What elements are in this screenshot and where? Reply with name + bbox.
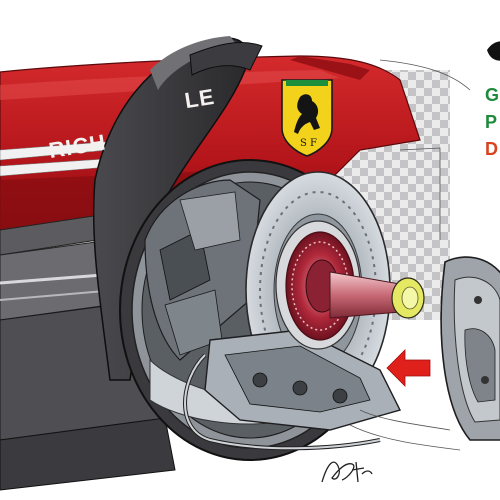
side-letter-column: G P D (485, 82, 500, 163)
prancing-horse-shield-icon: S F (281, 79, 333, 157)
side-letter-d: D (485, 139, 498, 159)
brand-logo-partial (487, 41, 500, 61)
wheel-cover (440, 256, 500, 441)
sketch-outlines (349, 59, 471, 451)
axle-shaft (329, 271, 425, 319)
side-letter-g: G (485, 85, 500, 105)
livery-text-right: LE (182, 83, 217, 114)
brake-caliper (204, 329, 402, 431)
livery-text-left: RICH (46, 129, 108, 164)
arrow-left-icon (386, 349, 431, 387)
svg-text:S F: S F (300, 138, 317, 149)
brake-hose (183, 353, 381, 451)
side-letter-p: P (485, 112, 498, 132)
artist-signature (321, 461, 373, 483)
